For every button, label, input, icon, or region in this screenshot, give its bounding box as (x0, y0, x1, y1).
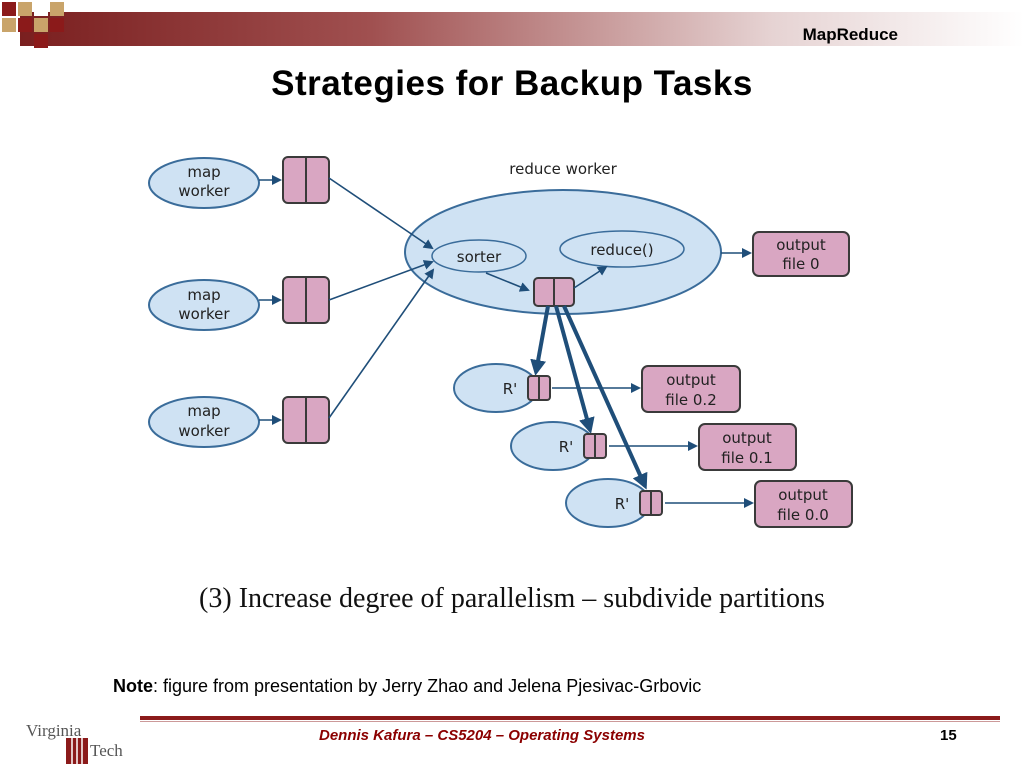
slide-title: Strategies for Backup Tasks (271, 64, 753, 103)
footer-divider (140, 716, 1000, 720)
deco-square (2, 18, 16, 32)
backup-task-3: R' (565, 478, 663, 528)
output-label: file 0 (782, 255, 819, 273)
deco-square (34, 34, 48, 48)
thick-arrow (530, 305, 550, 376)
output-label: output (778, 486, 828, 504)
backup-label: R' (503, 380, 518, 398)
thick-arrow (554, 305, 595, 434)
deco-square (34, 2, 48, 16)
top-gradient-bar (2, 2, 1024, 48)
logo-line1: Virginia (26, 721, 82, 740)
backup-tasks-diagram: reduce worker sorter reduce() map worker… (148, 156, 853, 528)
backup-task-2: R' (510, 421, 607, 471)
virginia-tech-logo: Virginia Tech (26, 721, 123, 764)
output-file-0-0: output file 0.0 (754, 480, 853, 528)
map-worker-label: map (187, 402, 220, 420)
note-label: Note (113, 676, 153, 696)
deco-square (2, 2, 16, 16)
sorter-label: sorter (457, 248, 502, 266)
partition-box-2 (282, 276, 330, 324)
output-file-0-1: output file 0.1 (698, 423, 797, 471)
page-number: 15 (940, 727, 957, 744)
deco-square (50, 18, 64, 32)
map-worker-label: map (187, 286, 220, 304)
sorter-ellipse (431, 239, 527, 273)
arrow (328, 177, 434, 250)
map-worker-label: worker (178, 422, 230, 440)
output-file-0-2: output file 0.2 (641, 365, 741, 413)
map-worker-label: map (187, 163, 220, 181)
map-worker-1: map worker (148, 157, 260, 209)
reduce-function-ellipse (559, 230, 685, 268)
output-file-0: output file 0 (752, 231, 850, 277)
note: Note: figure from presentation by Jerry … (113, 676, 701, 697)
footer-text: Dennis Kafura – CS5204 – Operating Syste… (319, 727, 645, 744)
header-title: MapReduce (802, 25, 898, 44)
arrow (328, 260, 434, 301)
note-text: : figure from presentation by Jerry Zhao… (153, 676, 702, 696)
deco-square (34, 18, 48, 32)
output-label: output (776, 236, 826, 254)
map-worker-label: worker (178, 182, 230, 200)
output-label: file 0.1 (721, 449, 772, 467)
reduce-partition-box (533, 277, 575, 307)
footer-divider-thin (140, 721, 1000, 722)
output-label: file 0.2 (665, 391, 716, 409)
logo-line2: Tech (90, 741, 123, 760)
deco-square (18, 2, 32, 16)
reduce-worker-label: reduce worker (509, 160, 617, 178)
reduce-function-label: reduce() (590, 241, 653, 259)
map-worker-label: worker (178, 305, 230, 323)
backup-label: R' (559, 438, 574, 456)
arrow (328, 268, 435, 419)
deco-square (50, 2, 64, 16)
slide-caption: (3) Increase degree of parallelism – sub… (199, 583, 825, 614)
output-label: file 0.0 (777, 506, 828, 524)
backup-task-1: R' (453, 363, 551, 413)
deco-square (18, 18, 32, 32)
map-worker-2: map worker (148, 279, 260, 331)
thick-arrow (562, 305, 648, 490)
arrow (485, 272, 530, 292)
backup-label: R' (615, 495, 630, 513)
arrow (573, 265, 608, 289)
output-label: output (666, 371, 716, 389)
output-label: output (722, 429, 772, 447)
partition-box-3 (282, 396, 330, 444)
map-worker-3: map worker (148, 396, 260, 448)
partition-box-1 (282, 156, 330, 204)
